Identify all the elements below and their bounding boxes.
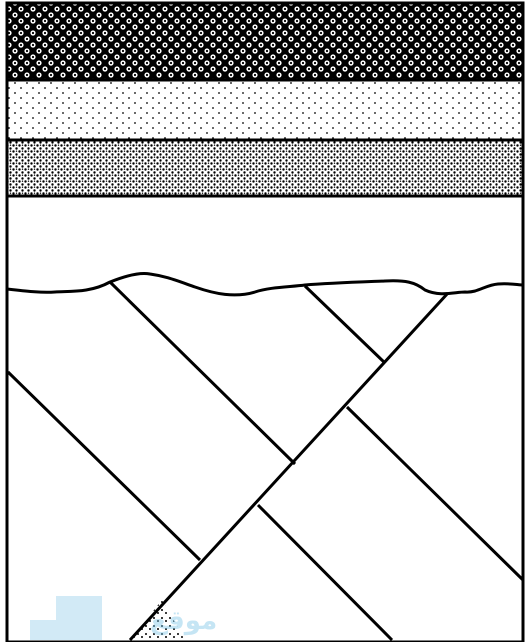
- watermark-text: موقع: [150, 606, 217, 636]
- layer-conglomerate: [7, 3, 523, 80]
- layer-sandstone: [7, 80, 523, 140]
- layer-fine-gravel: [7, 140, 523, 196]
- lower-block-outline: [7, 196, 523, 642]
- watermark-logo-icon: [30, 596, 105, 640]
